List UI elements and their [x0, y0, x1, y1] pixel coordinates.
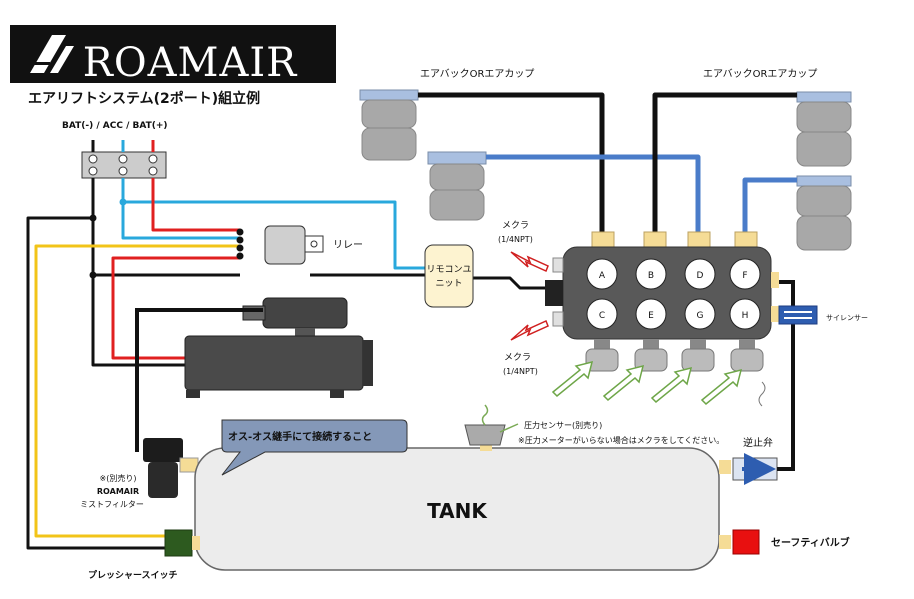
wire-bat-relay	[151, 178, 240, 232]
valve-label-e: E	[648, 311, 654, 321]
remote-unit	[424, 244, 474, 308]
tank	[194, 447, 720, 571]
filter-label-3: ミストフィルター	[80, 500, 144, 509]
callout-text: オス-オス継手にて接続すること	[228, 430, 372, 443]
valve-ports	[586, 258, 761, 330]
relay	[264, 225, 324, 265]
pressure-sensor-label: 圧力センサー(別売り)	[524, 420, 602, 430]
wiring	[26, 140, 548, 550]
hose-tail	[758, 381, 766, 407]
safety-valve	[732, 529, 760, 555]
wire-pressure-switch	[34, 244, 240, 538]
plug-arrow-top-icon	[510, 251, 549, 273]
tank-safety-fitting	[719, 535, 731, 549]
valve-label-c: C	[599, 311, 605, 321]
logo-text: ROAMAIR	[83, 40, 298, 86]
plug-bottom-size: (1/4NPT)	[503, 367, 538, 376]
check-valve-label: 逆止弁	[743, 436, 773, 449]
valve-label-f: F	[742, 271, 747, 281]
plug-bottom-label: メクラ	[504, 352, 531, 363]
relay-label: リレー	[333, 240, 363, 251]
pressure-switch	[164, 529, 200, 557]
plug-top-size: (1/4NPT)	[498, 235, 533, 244]
valve-label-h: H	[742, 311, 749, 321]
fitting-arrows-icon	[551, 360, 743, 406]
mist-filter	[143, 438, 199, 498]
check-valve	[732, 453, 778, 485]
plug-arrow-bottom-icon	[510, 319, 549, 341]
wire-ground-switch	[26, 178, 170, 550]
callout	[221, 419, 408, 476]
terminal-labels: BAT(-) / ACC / BAT(+)	[62, 121, 168, 131]
remote-label-2: ニット	[435, 279, 462, 289]
bag-hoses	[418, 92, 797, 232]
hose-tank-manifold	[767, 280, 795, 471]
exhaust-fittings	[585, 339, 764, 372]
wire-relay-compressor	[111, 256, 240, 360]
compressor	[184, 297, 373, 398]
wire-junctions	[89, 198, 244, 279]
remote-label-1: リモコンユ	[426, 265, 471, 275]
tank-outlet-fitting	[719, 460, 731, 474]
valve-label-g: G	[697, 311, 704, 321]
valve-label-d: D	[697, 271, 704, 281]
page-title: エアリフトシステム(2ポート)組立例	[28, 90, 260, 107]
wire-acc-remote	[123, 200, 425, 270]
air-bag-right-top	[796, 91, 852, 167]
bag-label-left: エアバックORエアカップ	[420, 68, 534, 80]
valve-label-b: B	[648, 271, 654, 281]
valve-label-a: A	[599, 271, 606, 281]
wire-acc-relay	[121, 178, 240, 240]
silencer-label: サイレンサー	[826, 314, 868, 322]
pressure-sensor	[464, 404, 519, 451]
plug-top-label: メクラ	[502, 220, 529, 231]
terminal-screws	[88, 154, 158, 176]
filter-label-1: ※(別売り)	[100, 473, 137, 483]
pressure-sensor-note: ※圧力メーターがいらない場合はメクラをしてください。	[518, 435, 724, 445]
wire-ground-compressor	[91, 218, 185, 367]
wire-remote-manifold	[473, 276, 548, 290]
air-bag-left-top	[359, 89, 419, 161]
hose-compressor-filter	[135, 308, 263, 452]
air-bag-right-bottom	[796, 175, 852, 251]
safety-valve-label: セーフティバルブ	[771, 536, 850, 549]
logo-mark-icon	[28, 35, 74, 73]
air-bag-left-bottom	[427, 151, 487, 221]
tank-label: TANK	[427, 499, 488, 523]
filter-label-2: ROAMAIR	[97, 487, 139, 496]
logo: ROAMAIR	[10, 25, 336, 86]
silencer	[778, 305, 818, 325]
pressure-switch-label: プレッシャースイッチ	[88, 569, 178, 581]
bag-label-right: エアバックORエアカップ	[703, 68, 817, 80]
